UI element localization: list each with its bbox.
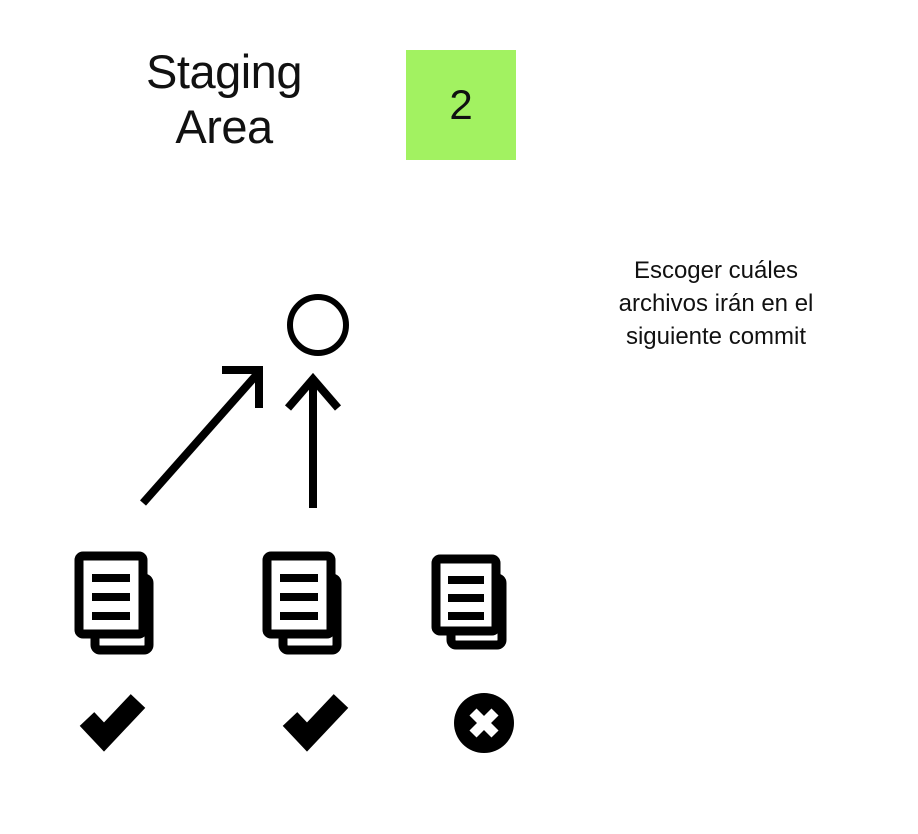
file-stack-1[interactable] xyxy=(74,551,154,655)
step-number-badge: 2 xyxy=(406,50,516,160)
cross-circle-icon xyxy=(454,693,514,753)
check-icon xyxy=(282,694,349,752)
commit-circle xyxy=(287,294,349,356)
step-number-value: 2 xyxy=(449,81,473,128)
check-icon xyxy=(79,694,146,752)
file-stack-2[interactable] xyxy=(262,551,342,655)
stage-arrow-vertical xyxy=(284,372,342,508)
file-text-lines xyxy=(92,574,130,620)
file-text-lines xyxy=(448,576,484,620)
stage-arrow-diagonal xyxy=(140,366,263,506)
page-title: Staging Area xyxy=(146,45,302,153)
file-stack-3[interactable] xyxy=(431,554,507,650)
caption-text: Escoger cuáles archivos irán en el sigui… xyxy=(618,257,814,350)
file-text-lines xyxy=(280,574,318,620)
